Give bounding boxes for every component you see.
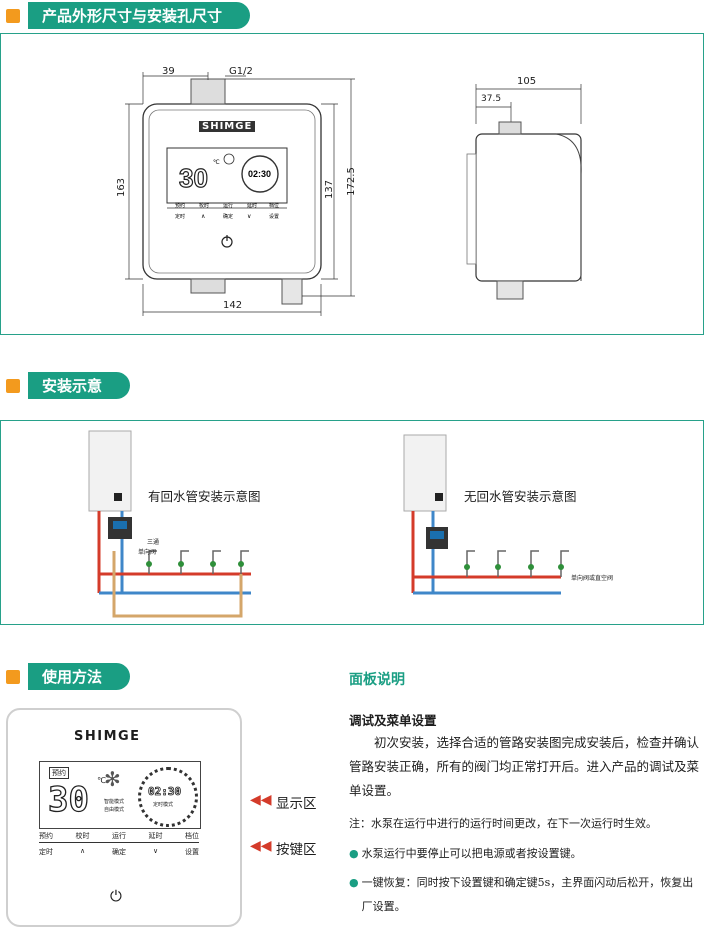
bullet-text: 水泵运行中要停止可以把电源或者按设置键。 — [361, 847, 582, 860]
bullet-icon: ● — [349, 847, 359, 860]
bottom-pipe — [190, 278, 226, 294]
front-temp-digits: 30 — [179, 163, 208, 193]
orange-square-icon — [6, 669, 20, 684]
key-confirm[interactable]: 确定 — [112, 848, 126, 856]
keys-top-row: 预约 校时 运行 延时 档位 — [39, 831, 199, 841]
cable-gland — [281, 278, 303, 305]
install-title-no-return: 无回水管安装示意图 — [464, 489, 577, 504]
label-no-return: 单向阀或直空阀 — [571, 575, 614, 582]
dim-37-5: 37.5 — [481, 94, 502, 104]
red-arrow-icon: ◀◀ — [250, 792, 272, 808]
mode-badge: 预约 — [49, 767, 69, 779]
front-clock-ring — [241, 155, 279, 193]
dim-142: 142 — [223, 300, 243, 311]
install-panel: 有回水管安装示意图 无回水管安装示意图 三通 单向阀 单向阀或直空阀 — [0, 420, 704, 625]
display-window: 预约 30 ℃ ✻ 智能模式 自由模式 02:30 定时模式 — [39, 761, 201, 829]
key-up[interactable]: ∧ — [79, 847, 86, 855]
keys-bottom-row: 定时 ∧ 确定 ∨ 设置 — [39, 847, 199, 857]
key-label: 预约 — [39, 832, 53, 840]
clock-mode: 定时模式 — [153, 802, 174, 808]
temp-digits: 30 — [47, 780, 89, 820]
section-header-install: 安装示意 — [0, 372, 131, 399]
key-label: 运行 — [112, 832, 126, 840]
display-zone-label: 显示区 — [276, 796, 317, 812]
svg-text:运行: 运行 — [223, 202, 233, 209]
svg-text:℃: ℃ — [213, 160, 220, 166]
note-text: 注：水泵在运行中进行的运行时间更改，在下一次运行时生效。 — [349, 817, 657, 830]
setup-subtitle: 调试及菜单设置 — [349, 713, 437, 728]
key-set-timer[interactable]: 定时 — [39, 848, 53, 856]
control-panel-illustration: SHIMGE 预约 30 ℃ ✻ 智能模式 自由模式 02:30 定时模式 预约… — [6, 708, 242, 927]
svg-text:校时: 校时 — [199, 202, 209, 209]
mode-text-1: 智能模式 — [104, 799, 125, 805]
dim-g12: G1/2 — [229, 66, 253, 77]
svg-text:设置: 设置 — [269, 213, 279, 220]
label-mix: 三通 — [147, 539, 160, 546]
setup-paragraph: 初次安装，选择合适的管路安装图完成安装后，检查并确认管路安装正确，所有的阀门均正… — [349, 735, 700, 798]
key-label: 档位 — [185, 832, 199, 840]
dim-172-5: 172.5 — [345, 167, 357, 196]
power-icon[interactable]: ⏻ — [110, 887, 122, 905]
dim-39: 39 — [162, 66, 175, 77]
svg-text:档位: 档位 — [269, 202, 279, 209]
dim-137: 137 — [324, 179, 336, 200]
mode-text-2: 自由模式 — [104, 807, 125, 813]
bullet-item: ● 一键恢复：同时按下设置键和确定键5s，主界面闪动后松开，恢复出厂设置。 — [349, 871, 704, 919]
section-header-usage: 使用方法 — [0, 663, 131, 690]
svg-text:确定: 确定 — [223, 213, 233, 220]
section-title: 产品外形尺寸与安装孔尺寸 — [28, 2, 251, 29]
svg-text:延时: 延时 — [247, 202, 257, 209]
dimension-drawing: 30 ℃ 02:30 预约 校时 运行 延时 档位 定时 ∧ 确定 ∨ 设置 — [125, 72, 582, 316]
svg-text:∧: ∧ — [201, 214, 205, 220]
svg-text:定时: 定时 — [175, 213, 185, 220]
section-title: 使用方法 — [28, 663, 131, 690]
top-pipe — [190, 78, 226, 105]
bullet-text: 一键恢复：同时按下设置键和确定键5s，主界面闪动后松开，恢复出厂设置。 — [361, 876, 694, 913]
install-title-with-return: 有回水管安装示意图 — [148, 489, 261, 504]
panel-brand: SHIMGE — [74, 729, 141, 744]
water-heater-left — [88, 430, 132, 512]
key-label: 校时 — [75, 832, 90, 840]
svg-text:02:30: 02:30 — [248, 169, 271, 179]
bullet-item: ● 水泵运行中要停止可以把电源或者按设置键。 — [349, 843, 699, 865]
install-diagram — [88, 430, 569, 618]
section-header-dimensions: 产品外形尺寸与安装孔尺寸 — [0, 2, 251, 29]
label-return: 单向阀 — [138, 549, 157, 556]
key-down[interactable]: ∨ — [152, 847, 159, 855]
clock-digits: 02:30 — [148, 785, 182, 799]
key-label: 延时 — [148, 832, 163, 840]
svg-text:∨: ∨ — [247, 214, 251, 220]
fan-icon: ✻ — [104, 767, 121, 791]
svg-text:预约: 预约 — [175, 202, 185, 209]
key-zone-label: 按键区 — [276, 842, 317, 858]
dimensions-panel: 30 ℃ 02:30 预约 校时 运行 延时 档位 定时 ∧ 确定 ∨ 设置 39 G1/2 1… — [0, 33, 704, 335]
bullet-icon: ● — [349, 876, 359, 889]
dim-163: 163 — [116, 177, 128, 198]
orange-square-icon — [6, 8, 20, 23]
temp-unit: ℃ — [97, 776, 106, 785]
panel-desc-title: 面板说明 — [349, 672, 405, 688]
key-settings[interactable]: 设置 — [185, 848, 199, 856]
red-arrow-icon: ◀◀ — [250, 838, 272, 854]
clock-ring — [138, 767, 198, 827]
orange-square-icon — [6, 378, 20, 393]
front-brand: SHIMGE — [199, 121, 256, 132]
section-title: 安装示意 — [28, 372, 131, 399]
device-side-body — [475, 133, 582, 282]
dim-105: 105 — [517, 76, 537, 87]
